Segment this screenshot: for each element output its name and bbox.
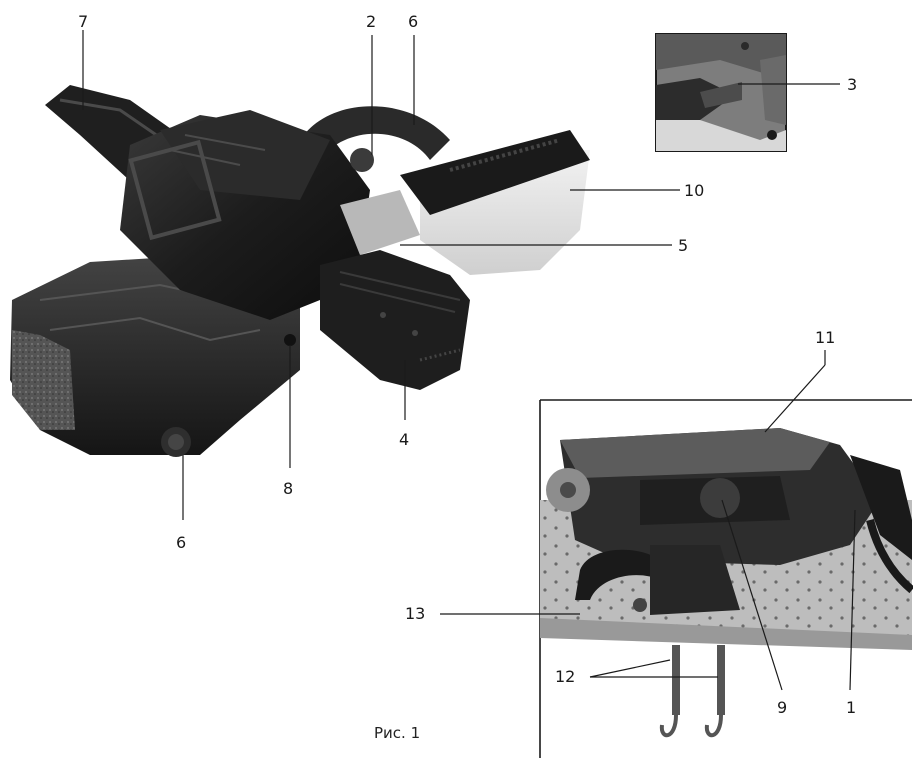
callout-12: 12 [555, 667, 575, 686]
clamp-13 [575, 549, 660, 600]
dust-hose [300, 106, 450, 160]
callout-9: 9 [777, 698, 787, 717]
callout-6-bottom: 6 [176, 533, 186, 552]
leader-lines [82, 30, 856, 691]
dust-bag-cap [400, 130, 590, 215]
callout-6-top: 6 [408, 12, 418, 31]
callout-2: 2 [366, 12, 376, 31]
lock-button [284, 334, 296, 346]
belt-sander-main-photo [10, 85, 590, 457]
figure-caption: Рис. 1 [374, 724, 420, 742]
platen-center-9 [700, 478, 740, 518]
side-cover [320, 250, 470, 390]
belt-top-11 [560, 428, 830, 478]
callout-8: 8 [283, 479, 293, 498]
adjust-knob-top [350, 148, 374, 172]
inset-detail-3 [655, 33, 787, 152]
callout-labels: 7 2 6 3 10 5 11 4 8 6 13 12 9 1 [78, 12, 857, 717]
callout-13: 13 [405, 604, 425, 623]
sanding-belt-front [12, 330, 75, 430]
callout-10: 10 [684, 181, 704, 200]
callout-7: 7 [78, 12, 88, 31]
callout-5: 5 [678, 236, 688, 255]
callout-1: 1 [846, 698, 856, 717]
inset-mounted-sander [539, 399, 913, 758]
callout-11: 11 [815, 328, 835, 347]
mounting-hooks-12 [659, 645, 725, 738]
callout-4: 4 [399, 430, 409, 449]
callout-3: 3 [847, 75, 857, 94]
